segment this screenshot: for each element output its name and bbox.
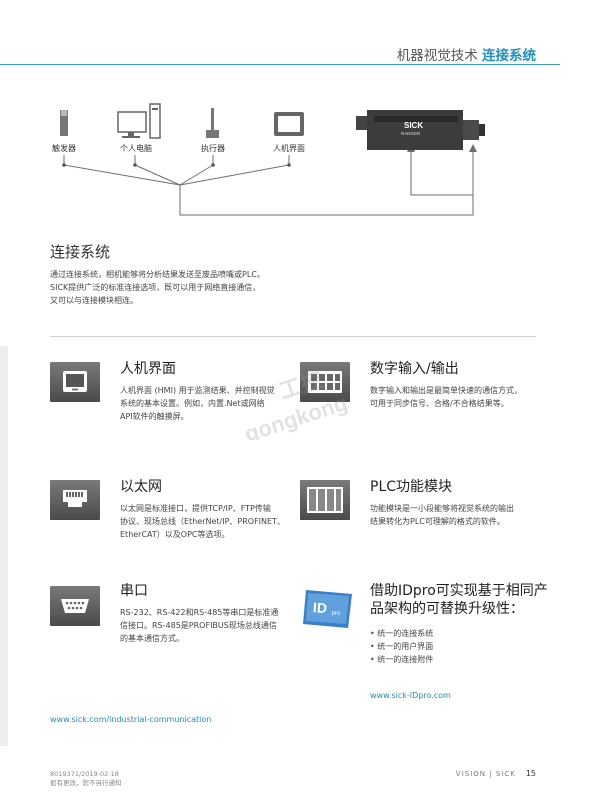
hmi-icon (63, 371, 87, 392)
industrial-communication-link[interactable]: www.sick.com/industrial-communication (50, 715, 212, 724)
intro-text: 通过连接系统，相机能够将分析结果发送至废品喷嘴或PLC。 SICK提供广泛的标准… (50, 268, 265, 307)
footer-left: 8019371/2019-02-18 如有更改，恕不另行通知 (50, 770, 122, 788)
intro-line: 通过连接系统，相机能够将分析结果发送至废品喷嘴或PLC。 (50, 270, 265, 279)
dio-title: 数字输入/输出 (370, 361, 459, 377)
idpro-title: 借助IDpro可实现基于相同产 品架构的可替换升级性： (370, 582, 548, 618)
change-notice: 如有更改，恕不另行通知 (50, 779, 122, 787)
plc-tile (300, 480, 350, 520)
ethernet-line: EtherCAT）以及OPC等选项。 (120, 530, 230, 539)
pc-icon (117, 103, 161, 139)
hmi-title: 人机界面 (120, 361, 176, 377)
camera-brand: SICK (404, 121, 423, 130)
idpro-bullet: 统一的连接系统 (370, 627, 433, 640)
device-label-trigger: 触发器 (52, 144, 76, 153)
idpro-title-line: 品架构的可替换升级性： (370, 601, 524, 617)
plc-line: 功能模块是一小段能够将视觉系统的输出 (370, 504, 514, 513)
idpro-logo: ID pro (303, 590, 352, 628)
dio-tile (300, 362, 350, 402)
connection-diagram: SICK RANGER (60, 103, 485, 216)
ethernet-port-icon (63, 490, 87, 507)
hmi-tile (50, 362, 100, 402)
device-label-actuator: 执行器 (201, 144, 225, 153)
device-label-hmi: 人机界面 (273, 144, 305, 153)
intro-title: 连接系统 (50, 243, 111, 261)
page-side-bar (0, 346, 8, 746)
header-rule (0, 64, 560, 65)
hmi-text: 人机界面 (HMI) 用于监测结果、并控制视觉 系统的基本设置。例如，内置.Ne… (120, 384, 275, 423)
plc-module-icon (307, 487, 343, 513)
serial-title: 串口 (120, 583, 148, 599)
idpro-bullet: 统一的用户界面 (370, 640, 433, 653)
idpro-link[interactable]: www.sick-IDpro.com (370, 691, 451, 700)
serial-text: RS-232、RS-422和RS-485等串口是标准通 信接口。RS-485是P… (120, 606, 278, 645)
ethernet-line: 以太网是标准接口，提供TCP/IP、FTP传输 (120, 504, 271, 513)
footer-right: VISION | SICK 15 (456, 769, 536, 778)
connection-lines (63, 148, 474, 216)
hmi-small-icon (274, 112, 304, 136)
serial-port-icon (61, 599, 89, 613)
serial-line: 信接口。RS-485是PROFIBUS现场总线通信 (120, 621, 277, 630)
camera-model: RANGER (401, 131, 421, 136)
device-label-pc: 个人电脑 (120, 144, 152, 153)
ethernet-line: 协议、现场总线（EtherNet/IP、PROFINET、 (120, 517, 285, 526)
serial-line: 的基本通信方式。 (120, 634, 184, 643)
intro-line: SICK提供广泛的标准连接选项，既可以用于网络直接通信， (50, 283, 261, 292)
plc-title: PLC功能模块 (370, 479, 453, 495)
plc-line: 结果转化为PLC可理解的格式的软件。 (370, 517, 505, 526)
intro-line: 又可以与连接模块相连。 (50, 296, 138, 305)
ethernet-text: 以太网是标准接口，提供TCP/IP、FTP传输 协议、现场总线（EtherNet… (120, 502, 285, 541)
trigger-icon (60, 110, 68, 136)
doc-id: 8019371/2019-02-18 (50, 770, 119, 778)
header-title: 机器视觉技术 连接系统 (397, 44, 536, 64)
connection-dots (62, 163, 291, 167)
serial-tile (50, 586, 100, 626)
plc-text: 功能模块是一小段能够将视觉系统的输出 结果转化为PLC可理解的格式的软件。 (370, 502, 514, 528)
idpro-bullet: 统一的连接附件 (370, 653, 433, 666)
header-title-accent: 连接系统 (482, 48, 536, 64)
page-number: 15 (525, 769, 536, 778)
hmi-line: 系统的基本设置。例如，内置.Net或网络 (120, 399, 265, 408)
sick-camera-icon (356, 110, 485, 150)
footer-brand: VISION | SICK (455, 770, 516, 778)
digital-io-icon (308, 371, 342, 393)
section-divider (50, 336, 536, 337)
ethernet-tile (50, 480, 100, 520)
hmi-line: 人机界面 (HMI) 用于监测结果、并控制视觉 (120, 386, 275, 395)
idpro-title-line: 借助IDpro可实现基于相同产 (370, 583, 548, 599)
hmi-line: API软件的触摸屏。 (120, 412, 189, 421)
dio-text: 数字输入和输出是最简单快速的通信方式， 可用于同步信号、合格/不合格结果等。 (370, 384, 522, 410)
svg-text:ID: ID (312, 599, 327, 616)
actuator-icon (206, 108, 219, 138)
svg-text:pro: pro (331, 610, 341, 617)
ethernet-title: 以太网 (120, 479, 162, 495)
dio-line: 可用于同步信号、合格/不合格结果等。 (370, 399, 509, 408)
serial-line: RS-232、RS-422和RS-485等串口是标准通 (120, 608, 279, 617)
header-title-prefix: 机器视觉技术 (396, 48, 478, 64)
dio-line: 数字输入和输出是最简单快速的通信方式， (370, 386, 522, 395)
idpro-bullets: 统一的连接系统 统一的用户界面 统一的连接附件 (370, 627, 433, 666)
